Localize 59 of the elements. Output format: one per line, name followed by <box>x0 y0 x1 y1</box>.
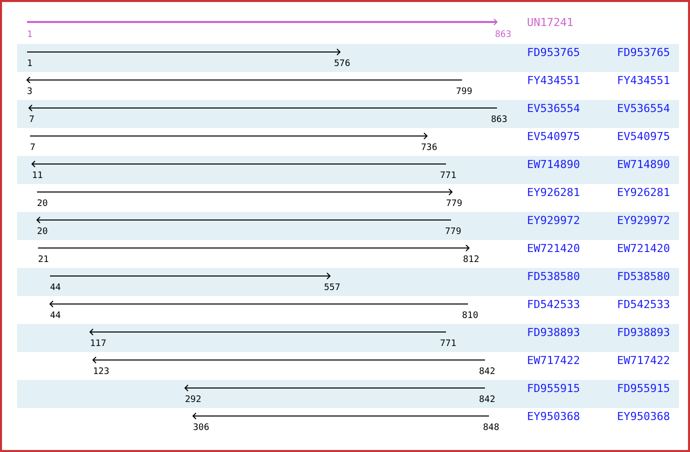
sequence-name: FD538580 <box>617 270 670 283</box>
sequence-name: EW714890 <box>527 158 580 171</box>
end-position: 736 <box>421 143 438 154</box>
sequence-name: FY434551 <box>527 74 580 87</box>
end-position: 842 <box>479 367 496 378</box>
sequence-name: FD953765 <box>617 46 670 59</box>
sequence-name: FY434551 <box>617 74 670 87</box>
sequence-name: FD542533 <box>527 298 580 311</box>
start-position: 1 <box>27 59 32 70</box>
sequence-name: EY926281 <box>617 186 670 199</box>
sequence-name: FD938893 <box>527 326 580 339</box>
sequence-name: EY929972 <box>617 214 670 227</box>
start-position: 44 <box>50 283 61 294</box>
end-position: 863 <box>495 30 512 41</box>
end-position: 779 <box>445 227 462 238</box>
sequence-name: EW721420 <box>527 242 580 255</box>
start-position: 11 <box>32 171 43 182</box>
sequence-name: EV536554 <box>617 102 670 115</box>
sequence-name: FD938893 <box>617 326 670 339</box>
end-position: 576 <box>334 59 350 70</box>
start-position: 44 <box>50 311 61 322</box>
start-position: 306 <box>193 423 210 434</box>
start-position: 20 <box>37 227 48 238</box>
end-position: 771 <box>440 339 456 350</box>
end-position: 799 <box>456 87 472 98</box>
sequence-name: FD538580 <box>527 270 580 283</box>
start-position: 7 <box>30 143 36 154</box>
sequence-name: EV536554 <box>527 102 580 115</box>
sequence-name: FD955915 <box>527 382 580 395</box>
sequence-name: EW721420 <box>617 242 670 255</box>
sequence-name: EV540975 <box>617 130 670 143</box>
sequence-name: EY926281 <box>527 186 580 199</box>
sequence-name: EW717422 <box>617 354 670 367</box>
sequence-name: UN17241 <box>527 16 574 29</box>
start-position: 21 <box>38 255 49 266</box>
start-position: 123 <box>93 367 110 378</box>
end-position: 863 <box>491 115 508 126</box>
start-position: 292 <box>185 395 202 406</box>
end-position: 771 <box>440 171 456 182</box>
start-position: 3 <box>27 87 32 98</box>
start-position: 1 <box>27 30 32 41</box>
start-position: 7 <box>29 115 34 126</box>
sequence-name: EW717422 <box>527 354 580 367</box>
sequence-name: EY950368 <box>617 410 670 423</box>
end-position: 810 <box>462 311 478 322</box>
sequence-name: EV540975 <box>527 130 580 143</box>
sequence-name: EY950368 <box>527 410 580 423</box>
start-position: 117 <box>90 339 106 350</box>
sequence-name: EW714890 <box>617 158 670 171</box>
sequence-name: FD953765 <box>527 46 580 59</box>
end-position: 842 <box>479 395 496 406</box>
sequence-name: FD955915 <box>617 382 670 395</box>
sequence-name: EY929972 <box>527 214 580 227</box>
end-position: 557 <box>324 283 340 294</box>
end-position: 812 <box>463 255 480 266</box>
end-position: 779 <box>446 199 462 210</box>
start-position: 20 <box>37 199 48 210</box>
sequence-name: FD542533 <box>617 298 670 311</box>
end-position: 848 <box>483 423 500 434</box>
